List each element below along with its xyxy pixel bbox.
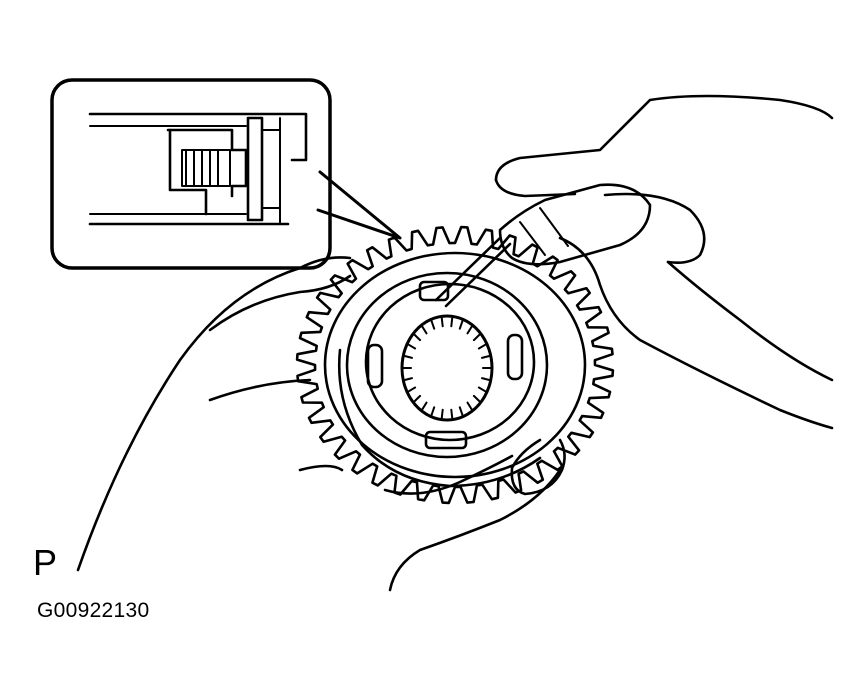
- hub-slot-top: [418, 280, 450, 302]
- view-letter: P: [33, 542, 58, 583]
- detail-inset: [50, 78, 402, 270]
- screwdriver: [434, 183, 652, 308]
- hub-middle-ring: [364, 282, 536, 442]
- hub-splines: [401, 315, 493, 421]
- inset-callout-pointer: [316, 170, 402, 240]
- hub-side-band: [337, 348, 542, 488]
- screwdriver-shaft: [434, 236, 512, 308]
- inset-rail-top: [88, 112, 308, 162]
- hub-slot-right: [506, 333, 524, 381]
- hub-outer-ring: [345, 271, 549, 459]
- hub-inner-bore: [400, 314, 494, 422]
- gear-outer: [295, 225, 615, 505]
- left-hand: [76, 256, 566, 592]
- figure-code: G00922130: [37, 599, 150, 622]
- synchronizer-hub: [337, 271, 549, 488]
- inset-collar: [166, 128, 248, 198]
- right-hand: [494, 94, 834, 430]
- gear-teeth: [295, 225, 615, 505]
- inset-body: [168, 128, 208, 216]
- inset-frame: [50, 78, 332, 270]
- hub-slot-bottom: [424, 430, 468, 450]
- inset-plate: [246, 116, 264, 222]
- screwdriver-handle: [498, 183, 652, 266]
- gear-inner-rim: [323, 251, 587, 479]
- hub-slot-left: [366, 343, 384, 389]
- inset-thread: [181, 149, 231, 187]
